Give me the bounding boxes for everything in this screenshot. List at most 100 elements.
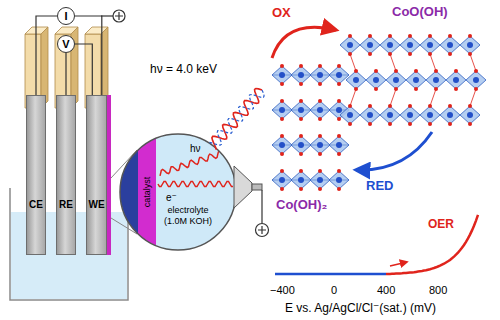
oxygen-atom [428,52,432,56]
hydrogen-bond [470,54,476,71]
octahedron [440,36,460,54]
oxygen-atom [414,69,418,73]
oxygen-atom [354,69,358,73]
hydrogen-bond [390,54,396,71]
hydrogen-bond [390,89,396,106]
cobalt-atom [447,42,453,48]
cobalt-atom [427,42,433,48]
phase-label: CoO(OH) [392,4,448,20]
oxygen-atom [337,134,341,138]
cobalt-atom [387,112,393,118]
octahedron [329,136,349,154]
cobalt-atom [373,77,379,83]
cobalt-atom [336,107,342,113]
octahedron [360,106,380,124]
octahedron [340,106,360,124]
working-electrode: WE [86,95,107,255]
oxygen-atom [428,104,432,108]
plus-sign [115,12,123,20]
cobalt-atom [447,112,453,118]
hydrogen-bond [350,89,356,106]
oxygen-atom [280,99,284,103]
cobalt-atom [453,77,459,83]
oxygen-atom [388,52,392,56]
oxygen-atom [280,169,284,173]
cobalt-atom [317,142,323,148]
cobalt-atom [279,177,285,183]
octahedron [310,136,330,154]
tick-label: 0 [331,284,337,297]
cobalt-atom [393,77,399,83]
hydrogen-bond [430,54,436,71]
cobalt-atom [407,42,413,48]
octahedron [291,136,311,154]
oxygen-atom [434,69,438,73]
oxygen-atom [299,134,303,138]
octahedron [420,106,440,124]
oxygen-atom [337,64,341,68]
oxygen-atom [348,34,352,38]
cobalt-atom [433,77,439,83]
octahedron [460,106,480,124]
oxidation-label: OX [272,5,291,21]
oxygen-atom [318,64,322,68]
oxygen-atom [348,52,352,56]
analyzer-funnel [234,166,252,208]
oxygen-atom [448,34,452,38]
oxygen-atom [299,117,303,121]
node-label: I [64,10,67,22]
cobalt-atom [467,42,473,48]
octahedron [400,106,420,124]
oxygen-atom [454,69,458,73]
oxygen-atom [454,87,458,91]
octahedron [380,36,400,54]
hydrogen-bond [430,89,436,106]
octahedron [400,36,420,54]
axis-title: E vs. Ag/AgCl/Cl⁻(sat.) (mV) [285,301,436,315]
octahedron [446,71,466,89]
node-label: RE [59,199,73,210]
octahedron [380,106,400,124]
oxygen-atom [280,134,284,138]
oxygen-atom [299,152,303,156]
octahedron [386,71,406,89]
octahedron [272,171,292,189]
oxygen-atom [280,187,284,191]
oxidation-arrow [272,27,336,58]
oxygen-atom [448,52,452,56]
wire-connector [65,53,66,95]
octahedron [440,106,460,124]
cobalt-atom [298,142,304,148]
oxygen-atom [448,122,452,126]
reference-electrode: RE [56,95,76,255]
octahedron [291,101,311,119]
cobalt-atom [279,72,285,78]
oxygen-atom [468,34,472,38]
octahedron [291,66,311,84]
cooh-structure [340,34,486,126]
oxygen-atom [448,104,452,108]
oxygen-atom [318,99,322,103]
octahedron [291,171,311,189]
oxygen-atom [337,169,341,173]
octahedron [360,36,380,54]
cobalt-atom [298,72,304,78]
oxygen-atom [318,187,322,191]
octahedron [460,36,480,54]
node-label: catalyst [142,177,152,208]
photon-label: hν [190,143,201,155]
oxygen-atom [474,87,478,91]
oxygen-atom [337,99,341,103]
holder-top [55,27,78,34]
cobalt-atom [353,77,359,83]
lens-interior [118,132,238,254]
oxygen-atom [337,82,341,86]
cobalt-atom [413,77,419,83]
oxygen-atom [299,82,303,86]
octahedron [329,66,349,84]
octahedron [272,136,292,154]
oxygen-atom [318,152,322,156]
oxygen-atom [368,104,372,108]
octahedron [346,71,366,89]
electron-label: e⁻ [166,192,177,204]
